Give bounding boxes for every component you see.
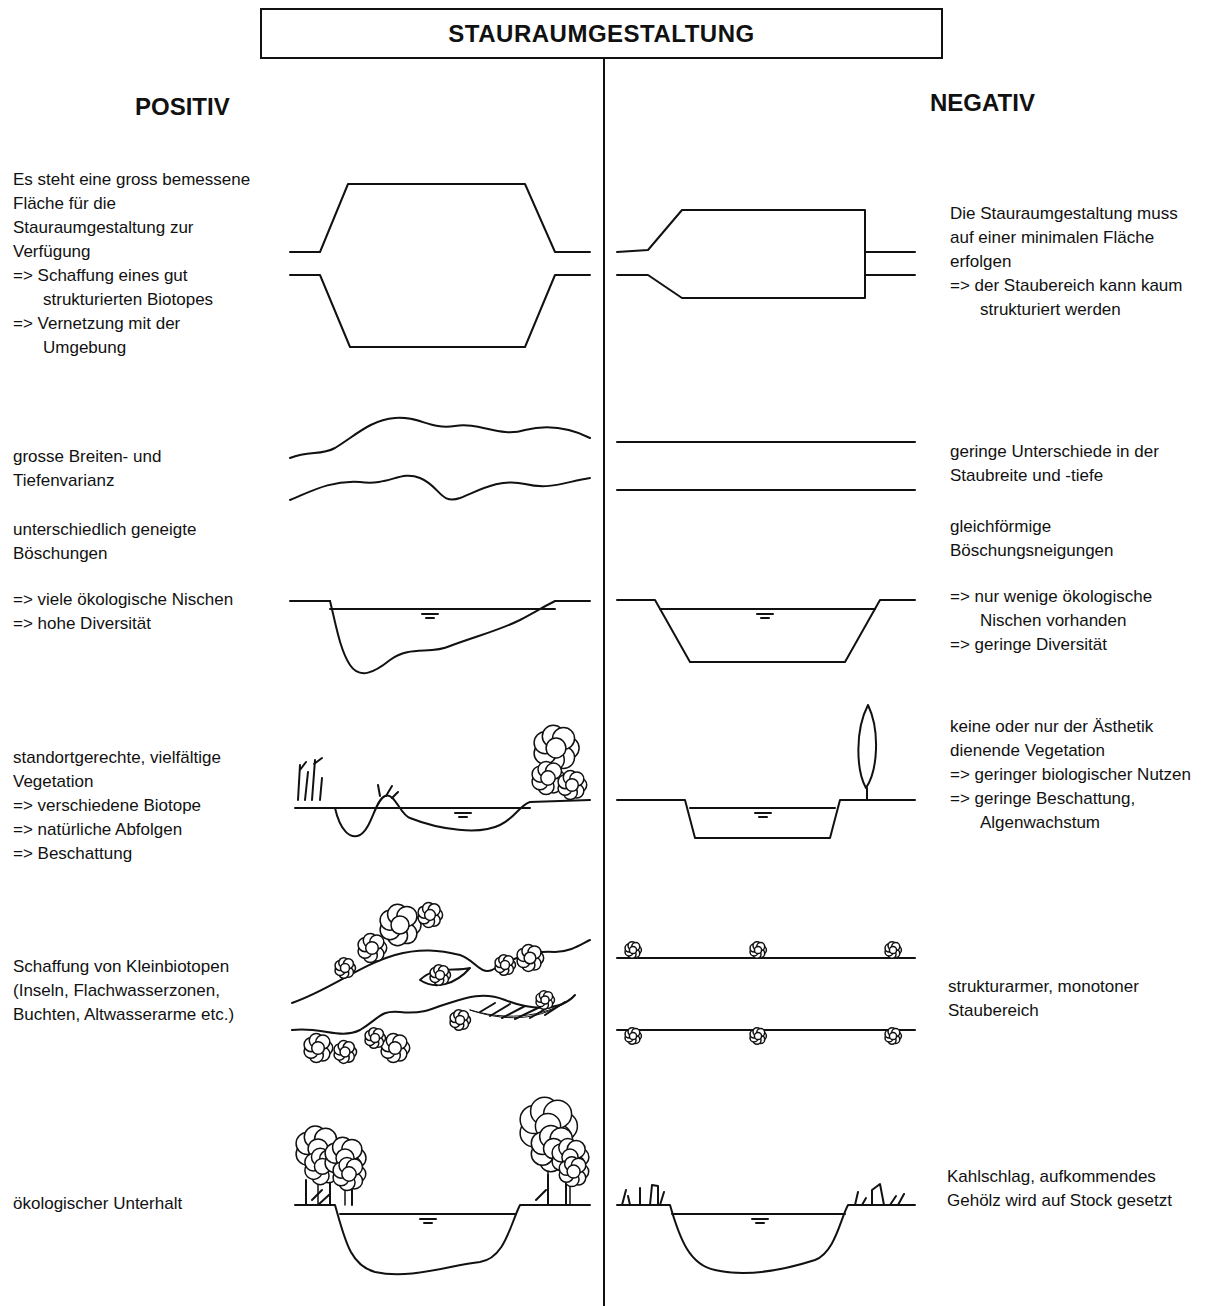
text-group: geringe Unterschiede in der Staubreite u… [950, 440, 1205, 488]
description-text: grosse Breiten- und Tiefenvarianz [13, 445, 263, 493]
divider-line [603, 59, 605, 1306]
description-text: => natürliche Abfolgen [13, 818, 263, 842]
description-text: strukturarmer, monotoner Staubereich [948, 975, 1203, 1023]
description-text: ökologischer Unterhalt [13, 1192, 263, 1216]
description-text: Kahlschlag, aufkommendes Gehölz wird auf… [947, 1165, 1202, 1213]
bushes [296, 725, 901, 1205]
wavy-banks [290, 418, 590, 500]
title-text: STAURAUMGESTALTUNG [448, 20, 754, 48]
text-group: Die Stauraumgestaltung muss auf einer mi… [950, 202, 1205, 322]
section-vegetation [295, 758, 590, 836]
column-heading: POSITIV [135, 92, 355, 122]
column-heading: NEGATIV [930, 88, 1150, 118]
section-varied [290, 601, 590, 673]
text-group: ökologischer Unterhalt [13, 1192, 263, 1216]
description-text: Schaffung von Kleinbiotopen (Inseln, Fla… [13, 955, 263, 1027]
description-text: => Vernetzung mit der Umgebung [13, 312, 263, 360]
description-text: geringe Unterschiede in der Staubreite u… [950, 440, 1205, 488]
section-clearcut [617, 1184, 915, 1273]
plan-large [290, 184, 590, 347]
description-text: => hohe Diversität [13, 612, 263, 636]
description-text: standortgerechte, vielfältige Vegetation [13, 746, 263, 794]
section-maintenance [295, 1168, 590, 1274]
description-text: => geringe Beschattung, Algenwachstum [950, 787, 1205, 835]
description-text: => Schaffung eines gut strukturierten Bi… [13, 264, 263, 312]
text-group: keine oder nur der Ästhetik dienende Veg… [950, 715, 1205, 835]
plan-monotone [617, 958, 915, 1030]
text-group: NEGATIV [930, 88, 1150, 118]
plan-small [617, 210, 915, 298]
text-group: unterschiedlich geneigte Böschungen => vi… [13, 518, 263, 636]
text-group: POSITIV [135, 92, 355, 122]
description-text: => Beschattung [13, 842, 263, 866]
text-group: Kahlschlag, aufkommendes Gehölz wird auf… [947, 1165, 1202, 1213]
section-aesthetic [617, 705, 915, 838]
section-trapezoid [617, 600, 915, 662]
description-text: => der Staubereich kann kaum strukturier… [950, 274, 1205, 322]
text-group: standortgerechte, vielfältige Vegetation… [13, 746, 263, 866]
description-text: keine oder nur der Ästhetik dienende Veg… [950, 715, 1205, 763]
description-text: => geringe Diversität [950, 633, 1205, 657]
description-text: Es steht eine gross bemessene Fläche für… [13, 168, 263, 264]
straight-banks [617, 442, 915, 490]
plan-biotopes [292, 940, 590, 1034]
description-text: => viele ökologische Nischen [13, 588, 263, 612]
text-group: grosse Breiten- und Tiefenvarianz [13, 445, 263, 493]
title-box: STAURAUMGESTALTUNG [260, 8, 943, 59]
description-text: => geringer biologischer Nutzen [950, 763, 1205, 787]
text-group: strukturarmer, monotoner Staubereich [948, 975, 1203, 1023]
description-text: gleichförmige Böschungsneigungen [950, 515, 1205, 563]
text-group: Schaffung von Kleinbiotopen (Inseln, Fla… [13, 955, 263, 1027]
text-group: gleichförmige Böschungsneigungen => nur w… [950, 515, 1205, 657]
text-group: Es steht eine gross bemessene Fläche für… [13, 168, 263, 360]
description-text: unterschiedlich geneigte Böschungen [13, 518, 263, 566]
description-text: => nur wenige ökologische Nischen vorhan… [950, 585, 1205, 633]
description-text: Die Stauraumgestaltung muss auf einer mi… [950, 202, 1205, 274]
description-text: => verschiedene Biotope [13, 794, 263, 818]
